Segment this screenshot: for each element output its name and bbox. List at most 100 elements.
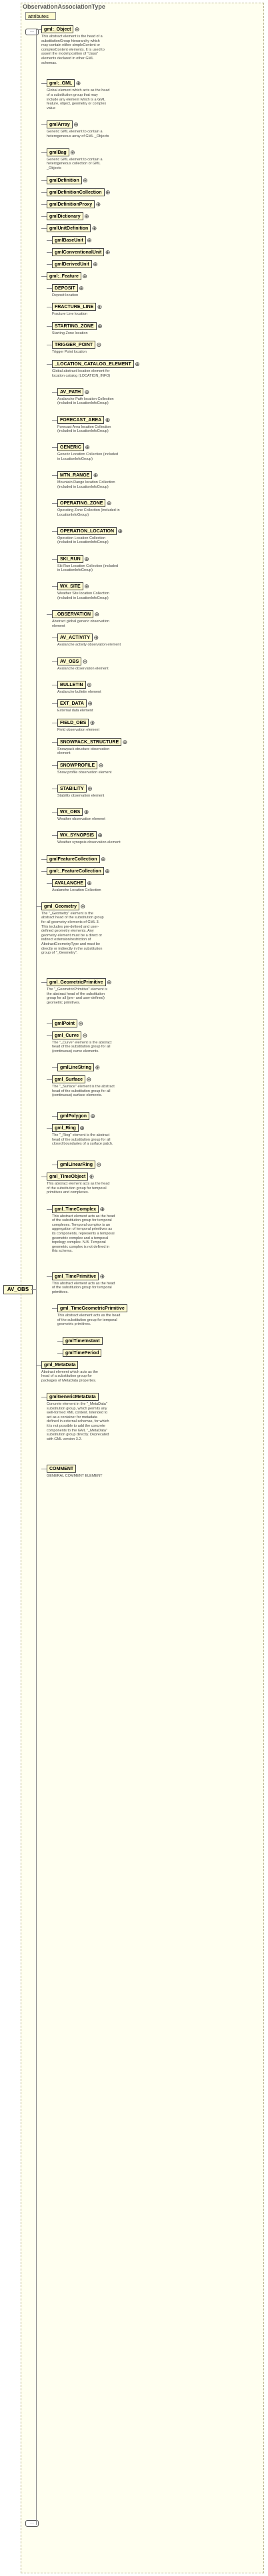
element-description: External data element	[57, 709, 93, 713]
connector-line	[52, 703, 57, 705]
element-node[interactable]: SKI_RUN	[57, 554, 89, 563]
element-node[interactable]: _OBSERVATION	[52, 610, 99, 619]
element-description: This abstract element acts as the head o…	[57, 1314, 121, 1327]
element-node[interactable]: AV_OBS	[57, 657, 88, 665]
element-node[interactable]: AVALANCHE	[52, 878, 92, 887]
element-node[interactable]: STABILITY	[57, 785, 92, 793]
element-node[interactable]: FRACTURE_LINE	[52, 303, 103, 311]
element-description: Avalanche bulletin element	[57, 689, 101, 694]
element-node[interactable]: TRIGGER_POINT	[52, 341, 101, 349]
element-node[interactable]: STARTING_ZONE	[52, 321, 102, 330]
element-node[interactable]: gmlTimeInstant	[63, 1336, 103, 1345]
connector-line	[52, 1067, 57, 1069]
element-description: Global abstract location element for loc…	[52, 369, 111, 378]
element-node[interactable]: gmlTimePeriod	[63, 1348, 102, 1357]
connector-line	[52, 765, 57, 766]
element-node[interactable]: gmlDefinitionCollection	[47, 188, 110, 196]
element-node[interactable]: gml:_Object	[41, 25, 80, 33]
element-node[interactable]: WX_SITE	[57, 582, 89, 591]
connector-line	[47, 614, 52, 616]
element-node[interactable]: _LOCATION_CATALOG_ELEMENT	[52, 360, 139, 368]
element-node[interactable]: gmlUnitDefinition	[47, 224, 97, 232]
element-description: This abstract element acts as the head o…	[52, 1281, 115, 1294]
element-node[interactable]: gmlLinearRing	[57, 1161, 101, 1169]
element-node[interactable]: gmlFeatureCollection	[47, 854, 105, 863]
element-node[interactable]: gml_TimeComplex	[52, 1204, 105, 1213]
element-description: Operating Zone Collection (included in L…	[57, 508, 120, 517]
element-node[interactable]: gml_Ring	[52, 1124, 85, 1133]
root-element[interactable]: AV_OBS	[3, 1285, 33, 1294]
type-title: ObservationAssociationType	[23, 3, 105, 10]
element-node[interactable]: gmlBaseUnit	[52, 236, 92, 244]
element-node[interactable]: gmlLineString	[57, 1063, 100, 1072]
element-node[interactable]: MTN_RANGE	[57, 471, 99, 480]
element-node[interactable]: gml:_Feature	[47, 272, 87, 280]
element-node[interactable]: gmlArray	[47, 120, 78, 128]
element-node[interactable]: gml_Surface	[52, 1075, 91, 1084]
connector-line	[52, 558, 57, 560]
element-node[interactable]: gmlBag	[47, 148, 75, 156]
connector-line	[52, 741, 57, 743]
connector-line	[47, 364, 52, 365]
element-node[interactable]: BULLETIN	[57, 680, 91, 689]
element-description: Snow profile observation element	[57, 770, 112, 775]
element-node[interactable]: gml:_GML	[47, 79, 81, 88]
element-description: Deposit location	[52, 293, 79, 297]
connector-line	[52, 1308, 57, 1310]
element-node[interactable]: gmlGenericMetaData	[47, 1393, 99, 1401]
connector-line	[41, 152, 47, 153]
element-node[interactable]: gml:_FeatureCollection	[47, 866, 110, 875]
element-node[interactable]: FORECAST_AREA	[57, 415, 110, 424]
element-description: Starting Zone location	[52, 331, 88, 335]
element-node[interactable]: gml_TimePrimitive	[52, 1272, 105, 1280]
element-node[interactable]: gml_TimeObject	[47, 1173, 95, 1181]
element-description: Weather observation element	[57, 817, 105, 822]
element-node[interactable]: gmlPoint	[52, 1019, 83, 1027]
element-description: Mountain Range location Collection (incl…	[57, 480, 115, 489]
element-description: Ski Run Location Collection (included in…	[57, 564, 119, 573]
element-node[interactable]: SNOWPACK_STRUCTURE	[57, 737, 127, 746]
attributes-box[interactable]: attributes	[25, 12, 56, 20]
element-node[interactable]: gml_Geometry	[41, 902, 85, 910]
element-node[interactable]: AV_ACTIVITY	[57, 634, 99, 642]
element-node[interactable]: DEPOSIT	[52, 283, 83, 292]
element-node[interactable]: OPERATING_ZONE	[57, 499, 112, 507]
connector-line	[52, 530, 57, 532]
connector-line	[47, 1128, 52, 1129]
element-node[interactable]: gmlConventionalUnit	[52, 248, 111, 256]
element-node[interactable]: gmlDefinition	[47, 176, 87, 184]
element-node[interactable]: gmlDerivedUnit	[52, 260, 97, 268]
element-node[interactable]: gmlDefinitionProxy	[47, 200, 101, 208]
connector-line	[52, 447, 57, 449]
element-node[interactable]: COMMENT	[47, 1464, 77, 1473]
element-node[interactable]: gmlDictionary	[47, 212, 89, 220]
connector-line	[41, 204, 47, 205]
element-node[interactable]: OPERATION_LOCATION	[57, 526, 123, 535]
element-node[interactable]: GENERIC	[57, 443, 90, 452]
element-node[interactable]: EXT_DATA	[57, 699, 93, 708]
connector-line	[47, 325, 52, 327]
type-box	[21, 3, 264, 2573]
connector-line	[57, 1352, 63, 1354]
connector-line	[52, 503, 57, 504]
connector-line	[47, 252, 52, 253]
element-node[interactable]: SNOWPROFILE	[57, 761, 103, 769]
element-node[interactable]: AV_PATH	[57, 387, 89, 396]
connector-line	[57, 1340, 63, 1342]
element-description: The "_Curve" element is the abstract hea…	[52, 1040, 112, 1053]
element-node[interactable]: gml_Curve	[52, 1031, 87, 1039]
element-description: Global element which acts as the head of…	[47, 89, 110, 110]
element-description: Generic Location Collection (included in…	[57, 453, 119, 461]
element-node[interactable]: WX_OBS	[57, 808, 89, 817]
element-node[interactable]: FIELD_OBS	[57, 719, 95, 727]
element-description: Generic GML element to contain a heterog…	[47, 130, 109, 138]
element-node[interactable]: gml_GeometricPrimitive	[47, 978, 111, 987]
element-node[interactable]: gml_MetaData	[41, 1360, 79, 1369]
element-node[interactable]: WX_SYNOPSIS	[57, 831, 103, 840]
element-description: Snowpack structure observation element	[57, 747, 110, 756]
element-node[interactable]: gmlPolygon	[57, 1112, 95, 1121]
element-description: Abstract element which acts as the head …	[41, 1370, 98, 1383]
element-node[interactable]: gml_TimeGeometricPrimitive	[57, 1304, 127, 1313]
connector-line	[41, 982, 47, 984]
element-description: Generic GML element to contain a heterog…	[47, 157, 103, 170]
